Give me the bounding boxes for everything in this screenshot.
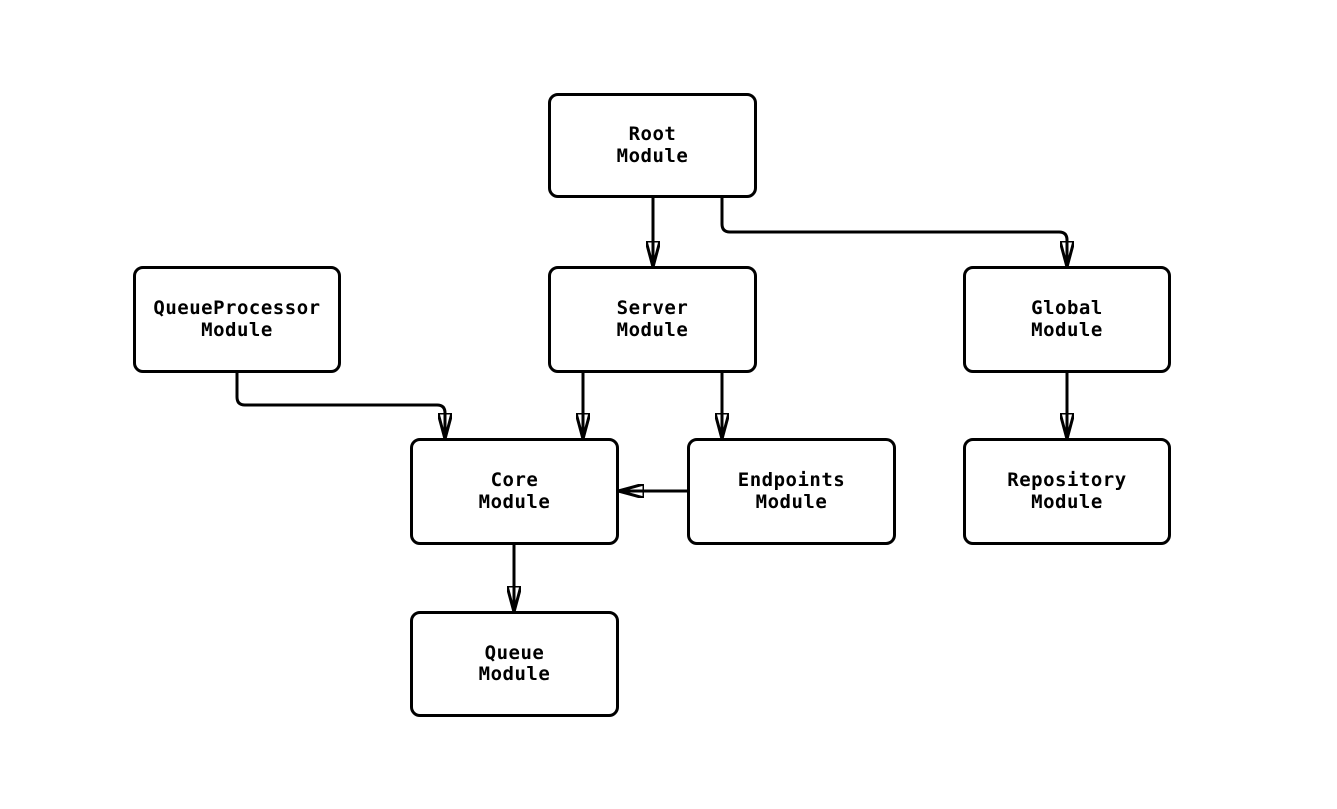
node-label: Module: [755, 490, 828, 513]
node-label: Module: [201, 318, 273, 341]
node-label: Global: [1031, 297, 1103, 319]
node-repository-module: Repository Module: [963, 438, 1171, 545]
node-label: Module: [1031, 490, 1103, 513]
node-root-module: Root Module: [548, 93, 757, 198]
node-label: QueueProcessor: [153, 297, 321, 319]
node-label: Module: [616, 318, 689, 341]
edge-root-to-global: [720, 198, 1067, 266]
node-label: Server: [616, 297, 689, 319]
node-label: Queue: [484, 641, 545, 664]
node-label: Module: [1031, 318, 1103, 341]
node-core-module: Core Module: [410, 438, 619, 545]
node-global-module: Global Module: [963, 266, 1171, 373]
node-label: Module: [478, 490, 551, 513]
node-label: Repository: [1007, 469, 1127, 491]
node-label: Core: [490, 469, 539, 491]
node-queueprocessor-module: QueueProcessor Module: [133, 266, 341, 373]
node-label: Root: [628, 123, 677, 145]
node-server-module: Server Module: [548, 266, 757, 373]
node-endpoints-module: Endpoints Module: [687, 438, 896, 545]
node-queue-module: Queue Module: [410, 611, 619, 717]
node-label: Endpoints: [737, 469, 846, 491]
node-label: Module: [616, 144, 689, 167]
edge-queueprocessor-to-core: [235, 373, 445, 438]
node-label: Module: [478, 663, 551, 685]
